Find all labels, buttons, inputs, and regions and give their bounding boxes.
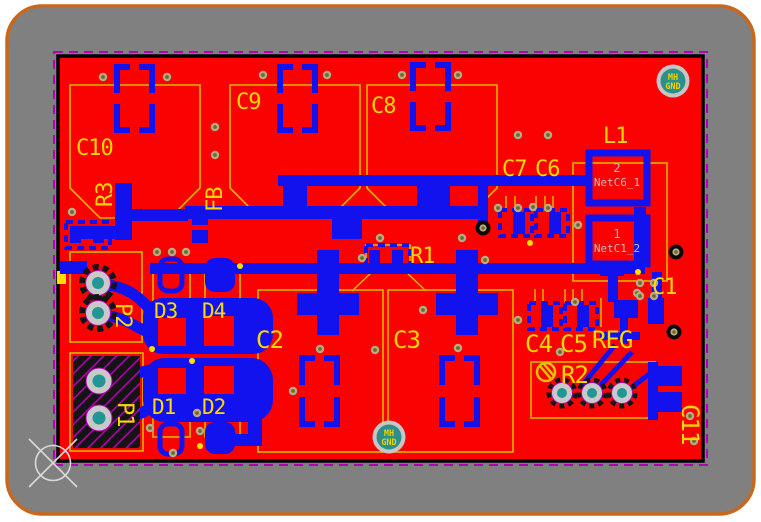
reg-pin (546, 377, 578, 409)
fb-pad (192, 212, 208, 225)
c3-pads (439, 355, 480, 427)
l1-courtyard (572, 162, 668, 282)
large-via (668, 244, 684, 260)
connector-p1[interactable] (73, 356, 140, 448)
label-c8: C8 (371, 94, 396, 119)
p1-courtyard (69, 352, 144, 452)
label-c3: C3 (393, 326, 420, 354)
board-keepout-outline (53, 51, 708, 466)
label-c6: C6 (535, 157, 560, 182)
c11-pad (656, 392, 682, 412)
mounting-hole-top-right[interactable]: MH GND (656, 64, 690, 98)
label-r3: R3 (93, 183, 118, 208)
d2-pad (205, 422, 235, 454)
c3-body-outline (387, 289, 514, 453)
large-via (666, 324, 682, 340)
c5-footprint (563, 301, 599, 331)
label-reg: REG (592, 326, 632, 354)
l1-pad-1 (585, 214, 651, 268)
mh-label: MH (668, 73, 678, 83)
testpoint-dots (149, 240, 641, 449)
d3-pad (157, 256, 185, 294)
label-c4: C4 (525, 330, 552, 358)
l1-pad2-number: 2 (613, 161, 620, 175)
label-d1: D1 (152, 395, 176, 419)
label-r1: R1 (410, 244, 435, 269)
capacitor-bracket-pads[interactable] (114, 62, 480, 427)
label-d4: D4 (202, 299, 226, 323)
label-l1: L1 (603, 124, 628, 149)
label-c11: C11 (676, 404, 704, 444)
label-d3: D3 (154, 299, 178, 323)
origin-marker-icon (28, 438, 78, 488)
l1-pad2-net: NetC6_1 (594, 176, 640, 189)
label-r2: R2 (561, 361, 588, 389)
label-c2: C2 (256, 326, 283, 354)
reg-pin (606, 377, 638, 409)
c6-footprint (534, 208, 570, 238)
diode-copper-pours (143, 256, 273, 457)
connector-p2[interactable] (79, 264, 117, 332)
fb-pad (192, 230, 208, 243)
c4-footprint (527, 301, 563, 331)
label-p2: P2 (110, 303, 135, 328)
l1-pad-2 (585, 149, 651, 207)
label-c9: C9 (236, 90, 261, 115)
c9-pads (277, 64, 318, 133)
d4-pad (205, 258, 235, 292)
label-c1: C1 (652, 275, 677, 300)
large-via (475, 220, 491, 236)
board-edge-marker (57, 271, 66, 284)
connector-traces (93, 278, 158, 424)
c8-pads (410, 62, 451, 131)
l1-component[interactable]: 2 NetC6_1 1 NetC1_2 (585, 149, 651, 268)
c2-pads (299, 355, 340, 427)
label-p1: P1 (112, 402, 137, 427)
label-c7: C7 (502, 157, 527, 182)
r3-footprint (64, 220, 112, 250)
mh-label: GND (665, 82, 680, 92)
c10-pads (114, 64, 155, 133)
label-c10: C10 (76, 136, 113, 161)
c11-pad (656, 366, 682, 386)
l1-pad1-number: 1 (613, 227, 620, 241)
l1-pad1-net: NetC1_2 (594, 242, 640, 255)
reg-pin (576, 377, 608, 409)
polarity-marker-icon (535, 361, 557, 383)
label-d2: D2 (202, 395, 225, 419)
mh-label: GND (381, 438, 396, 448)
mounting-hole-bottom[interactable]: MH GND (372, 420, 406, 454)
mh-label: MH (384, 429, 394, 439)
label-fb: FB (203, 187, 228, 212)
reg-component[interactable] (535, 361, 638, 409)
reference-designators[interactable]: C10 C9 C8 C7 C6 L1 R3 FB R1 C1 D3 D4 D1 … (76, 90, 704, 444)
label-c5: C5 (560, 330, 587, 358)
vias (67, 70, 699, 458)
